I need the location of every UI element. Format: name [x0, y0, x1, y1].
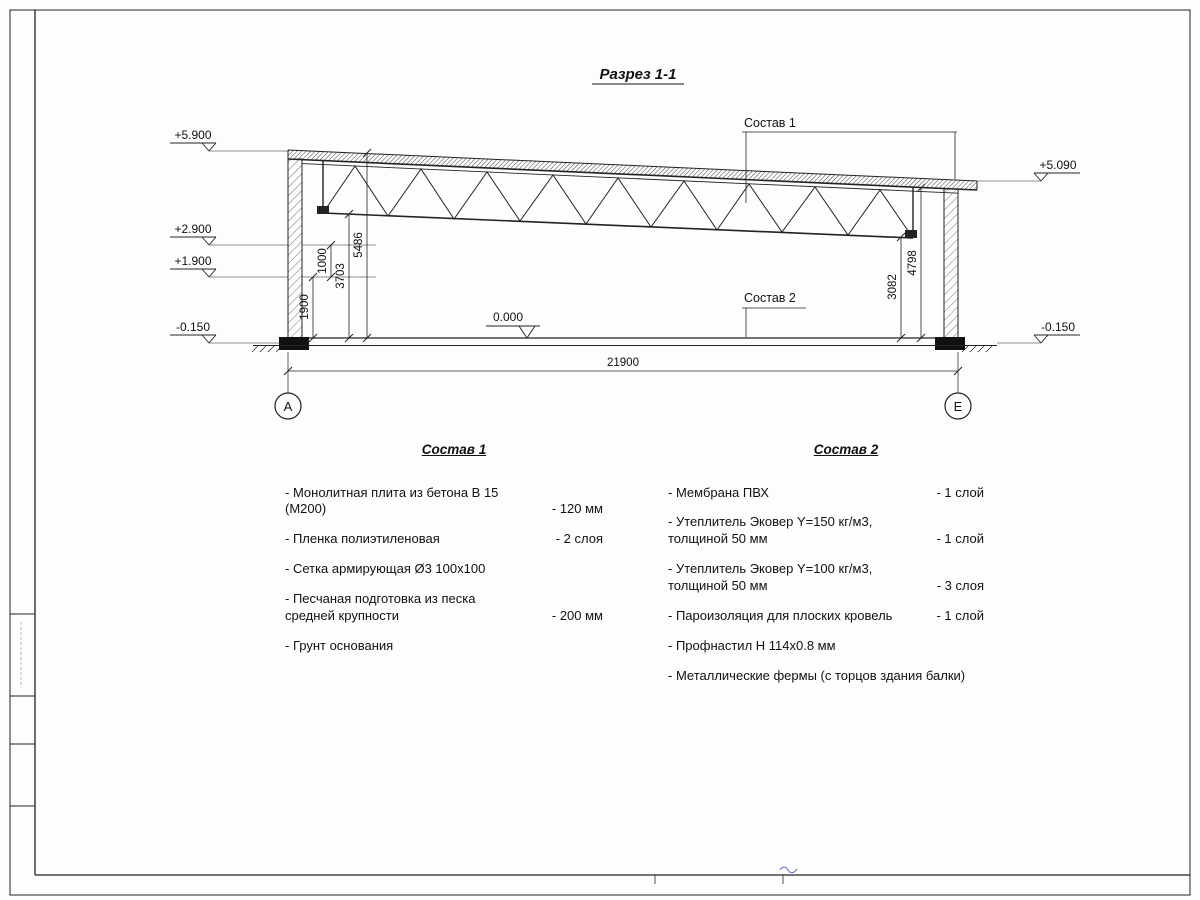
elevation-marker: +5.900 — [170, 128, 289, 152]
dim-label: 21900 — [607, 357, 639, 369]
elevation-markers-right: +5.090 -0.150 — [977, 158, 1080, 344]
drawing-title: Разрез 1-1 — [592, 66, 684, 85]
bearing-pad-left — [317, 206, 329, 214]
material-qty: - 120 мм — [551, 501, 603, 517]
material-name: - Пароизоляция для плоских кровель — [668, 608, 893, 623]
material-row: - Сетка армирующая Ø3 100x100 — [285, 561, 603, 578]
material-row: - Утеплитель Эковер Y=100 кг/м3, толщино… — [668, 561, 984, 595]
material-row: - Мембрана ПВХ - 1 слой — [668, 485, 984, 502]
material-qty: - 2 слоя — [555, 531, 603, 547]
material-name: - Утеплитель Эковер Y=100 кг/м3, толщино… — [668, 561, 873, 594]
material-row: - Профнастил Н 114х0.8 мм — [668, 638, 984, 655]
roof-assembly — [287, 149, 978, 194]
svg-text:+1.900: +1.900 — [174, 254, 211, 268]
material-row: - Монолитная плита из бетона В 15 (М200)… — [285, 485, 603, 519]
material-name: - Мембрана ПВХ — [668, 484, 769, 500]
page-title: Разрез 1-1 — [599, 66, 676, 83]
material-qty: - 200 мм — [551, 608, 603, 623]
foundation-pad-left — [279, 337, 309, 350]
dim-label: 4798 — [907, 250, 919, 276]
elevation-marker: -0.150 — [997, 320, 1080, 344]
elevation-marker: +2.900 — [170, 222, 376, 246]
svg-text:+5.900: +5.900 — [174, 128, 211, 142]
svg-text:+5.090: +5.090 — [1039, 158, 1076, 172]
level-mark-zero: 0.000 — [486, 310, 540, 339]
material-row: - Утеплитель Эковер Y=150 кг/м3, толщино… — [668, 514, 984, 548]
dim-label: 5486 — [353, 232, 365, 258]
dim-label: 1000 — [317, 248, 329, 274]
axis-bubble-a: А — [274, 392, 302, 420]
material-name: - Песчаная подготовка из песка средней к… — [285, 591, 476, 623]
callout-sostav1: Состав 1 — [742, 116, 957, 203]
sostav1-heading: Состав 1 — [421, 442, 487, 457]
material-row: - Пленка полиэтиленовая - 2 слоя — [285, 531, 603, 548]
material-name: - Профнастил Н 114х0.8 мм — [668, 637, 836, 653]
material-name: - Сетка армирующая Ø3 100x100 — [285, 561, 486, 577]
dimensions-right: 3082 4798 — [887, 183, 926, 343]
axis-bubble-e: Е — [944, 392, 972, 420]
callout-sostav2: Состав 2 — [742, 291, 806, 337]
callout-label: Состав 2 — [744, 291, 796, 305]
material-name: - Грунт основания — [285, 637, 394, 653]
material-qty: - 1 слой — [936, 608, 984, 623]
foundation-pad-right — [935, 337, 965, 350]
blue-scan-artifact — [779, 866, 798, 874]
material-row: - Пароизоляция для плоских кровель - 1 с… — [668, 608, 984, 625]
material-name: - Монолитная плита из бетона В 15 (М200) — [285, 484, 499, 517]
material-name: - Металлические фермы (с торцов здания б… — [668, 667, 966, 683]
material-qty: - 1 слой — [936, 484, 984, 500]
margin-stamp-boxes — [9, 613, 36, 807]
sostav1-section: Состав 1 - Монолитная плита из бетона В … — [285, 441, 603, 668]
right-wall — [943, 188, 959, 341]
sostav2-heading: Состав 2 — [813, 442, 879, 457]
svg-text:+2.900: +2.900 — [174, 222, 211, 236]
dim-label: 3082 — [887, 274, 899, 300]
dim-label: 3703 — [335, 263, 347, 289]
material-qty: - 3 слоя — [936, 578, 984, 594]
material-qty: - 1 слой — [936, 531, 984, 547]
material-row: - Металлические фермы (с торцов здания б… — [668, 668, 984, 685]
material-name: - Пленка полиэтиленовая — [285, 531, 440, 547]
sostav2-section: Состав 2 - Мембрана ПВХ - 1 слой - Утепл… — [668, 441, 984, 698]
material-name: - Утеплитель Эковер Y=150 кг/м3, толщино… — [668, 514, 873, 547]
axis-label: Е — [954, 399, 963, 414]
material-row: - Песчаная подготовка из песка средней к… — [285, 591, 603, 625]
callout-label: Состав 1 — [744, 116, 796, 130]
dimensions-left: 1900 1000 3703 5486 — [299, 148, 372, 343]
elevation-marker: -0.150 — [170, 320, 279, 344]
dim-label: 1900 — [299, 294, 311, 320]
level-zero-label: 0.000 — [493, 310, 523, 324]
axis-label: А — [284, 399, 293, 414]
svg-text:-0.150: -0.150 — [176, 320, 210, 334]
floor-and-ground — [251, 337, 997, 353]
elevation-markers-left: +5.900 +2.900 +1.900 -0.150 — [170, 128, 376, 344]
svg-text:-0.150: -0.150 — [1041, 320, 1075, 334]
dimension-total: 21900 — [283, 352, 963, 393]
ground-hatch — [251, 345, 993, 353]
elevation-marker: +5.090 — [977, 158, 1080, 182]
roof-truss — [317, 160, 917, 239]
material-row: - Грунт основания — [285, 638, 603, 655]
elevation-marker: +1.900 — [170, 254, 376, 278]
bearing-pad-right — [905, 230, 917, 238]
